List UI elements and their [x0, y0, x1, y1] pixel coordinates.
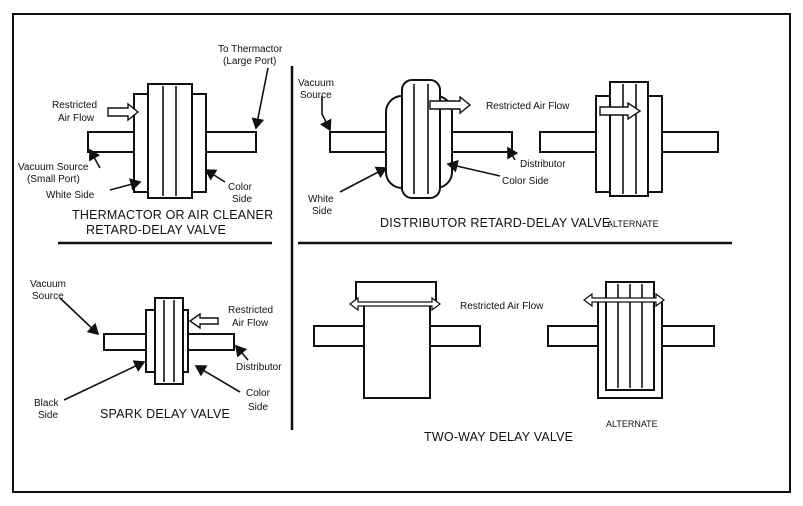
twoway-caption: TWO-WAY DELAY VALVE — [424, 430, 573, 444]
spark-restricted-label-1: Restricted — [228, 305, 273, 316]
thermactor-white-side-label: White Side — [46, 190, 95, 201]
outer-frame — [12, 13, 791, 493]
thermactor-caption-line-1: THERMACTOR OR AIR CLEANER — [72, 208, 273, 222]
spark-caption: SPARK DELAY VALVE — [100, 407, 230, 421]
distributor-distributor-label: Distributor — [520, 159, 566, 170]
spark-black-label-1: Black — [34, 398, 59, 409]
two-way-delay-valve-alternate — [547, 281, 715, 399]
twoway-restricted-label: Restricted Air Flow — [460, 301, 544, 312]
spark-color-label-1: Color — [246, 388, 271, 399]
two-way-delay-valve — [313, 281, 481, 399]
distributor-alternate-label: ALTERNATE — [607, 219, 659, 229]
thermactor-color-label-1: Color — [228, 182, 253, 193]
distributor-vacuum-label-2: Source — [300, 90, 332, 101]
twoway-alternate-label: ALTERNATE — [606, 419, 658, 429]
distributor-restricted-label: Restricted Air Flow — [486, 101, 570, 112]
thermactor-caption-line-2: RETARD-DELAY VALVE — [86, 223, 226, 237]
thermactor-color-label-2: Side — [232, 194, 252, 205]
spark-vacuum-label-1: Vacuum — [30, 279, 66, 290]
distributor-white-label-1: White — [308, 194, 334, 205]
spark-vacuum-label-2: Source — [32, 291, 64, 302]
spark-distributor-label: Distributor — [236, 362, 282, 373]
thermactor-vacuum-label-1: Vacuum Source — [18, 162, 89, 173]
thermactor-restricted-label-2: Air Flow — [58, 113, 95, 124]
distributor-white-label-2: Side — [312, 206, 332, 217]
spark-black-label-2: Side — [38, 410, 58, 421]
thermactor-valve — [87, 67, 269, 199]
distributor-valve — [319, 79, 519, 199]
spark-delay-valve — [59, 297, 249, 401]
thermactor-to-label-2: (Large Port) — [223, 56, 276, 67]
thermactor-to-label-1: To Thermactor — [218, 44, 283, 55]
distributor-caption: DISTRIBUTOR RETARD-DELAY VALVE — [380, 216, 610, 230]
distributor-vacuum-label-1: Vacuum — [298, 78, 334, 89]
distributor-valve-alternate — [539, 81, 719, 197]
spark-color-label-2: Side — [248, 402, 268, 413]
thermactor-restricted-label-1: Restricted — [52, 100, 97, 111]
thermactor-vacuum-label-2: (Small Port) — [27, 174, 80, 185]
distributor-color-side-label: Color Side — [502, 176, 549, 187]
spark-restricted-label-2: Air Flow — [232, 318, 269, 329]
